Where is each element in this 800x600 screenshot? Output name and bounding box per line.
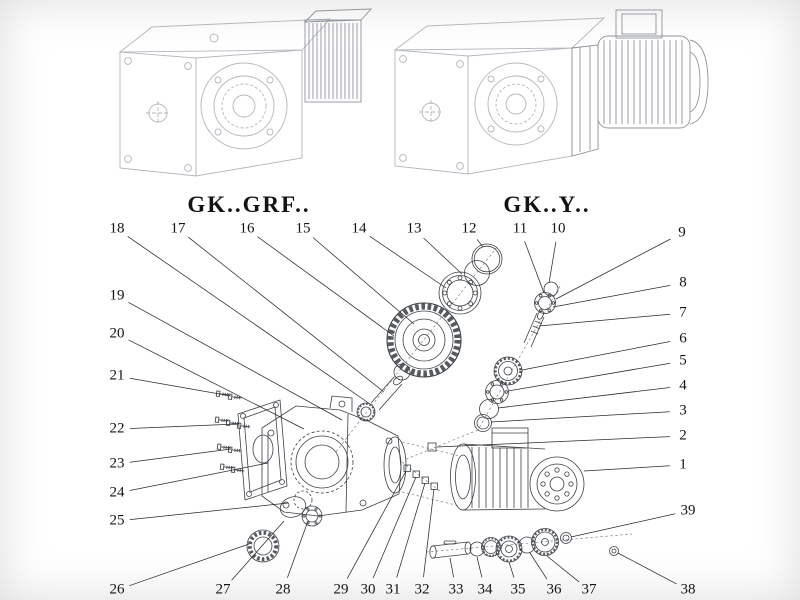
callout-12: 12: [461, 220, 477, 237]
axis-lines: [335, 246, 633, 553]
motor-mounting-bolts: [403, 442, 438, 490]
exploded-view: [214, 243, 633, 563]
callout-26: 26: [109, 581, 125, 598]
callout-23: 23: [109, 455, 125, 472]
model-label-gk-grf: GK..GRF..: [187, 192, 311, 217]
gearbox-y-drawing: [393, 9, 709, 175]
callout-16: 16: [239, 220, 255, 237]
callout-21: 21: [109, 367, 125, 384]
callout-35: 35: [510, 581, 526, 598]
callout-6: 6: [679, 330, 687, 347]
callout-19: 19: [109, 287, 125, 304]
callout-leader-lines: [127, 235, 677, 587]
callout-29: 29: [333, 581, 349, 598]
callout-17: 17: [170, 220, 186, 237]
callout-33: 33: [448, 581, 464, 598]
callout-2: 2: [679, 427, 687, 444]
callout-38: 38: [680, 581, 696, 598]
mounting-flange: [237, 399, 288, 501]
callout-34: 34: [477, 581, 493, 598]
gearbox-grf-drawing: [118, 8, 373, 177]
input-fin-adapter: [303, 8, 373, 103]
callout-10: 10: [550, 220, 566, 237]
callout-31: 31: [385, 581, 401, 598]
callout-4: 4: [679, 377, 687, 394]
motor-exploded: [450, 427, 585, 512]
callout-9: 9: [678, 224, 686, 241]
callout-18: 18: [109, 220, 125, 237]
callout-27: 27: [215, 581, 231, 598]
callout-13: 13: [406, 220, 422, 237]
callout-14: 14: [351, 220, 367, 237]
callout-11: 11: [512, 220, 528, 237]
callout-20: 20: [109, 325, 125, 342]
gear-housing: [261, 395, 407, 517]
callout-8: 8: [679, 274, 687, 291]
motor-drawing: [571, 9, 709, 157]
callout-37: 37: [581, 581, 597, 598]
callout-25: 25: [109, 512, 125, 529]
callout-28: 28: [275, 581, 291, 598]
callout-22: 22: [109, 420, 125, 437]
callout-39: 39: [680, 502, 696, 519]
callout-30: 30: [360, 581, 376, 598]
callout-15: 15: [295, 220, 311, 237]
callout-3: 3: [679, 402, 687, 419]
callout-32: 32: [414, 581, 430, 598]
callout-1: 1: [679, 456, 687, 473]
output-shaft-assembly: [429, 528, 619, 563]
callout-7: 7: [679, 304, 687, 321]
intermediate-gear-assembly: [356, 243, 503, 422]
model-label-gk-y: GK..Y..: [503, 192, 591, 217]
input-pinion-assembly: [474, 281, 559, 432]
callout-5: 5: [679, 352, 687, 369]
callout-24: 24: [109, 484, 125, 501]
callout-36: 36: [546, 581, 562, 598]
output-cover-parts: [246, 490, 323, 563]
